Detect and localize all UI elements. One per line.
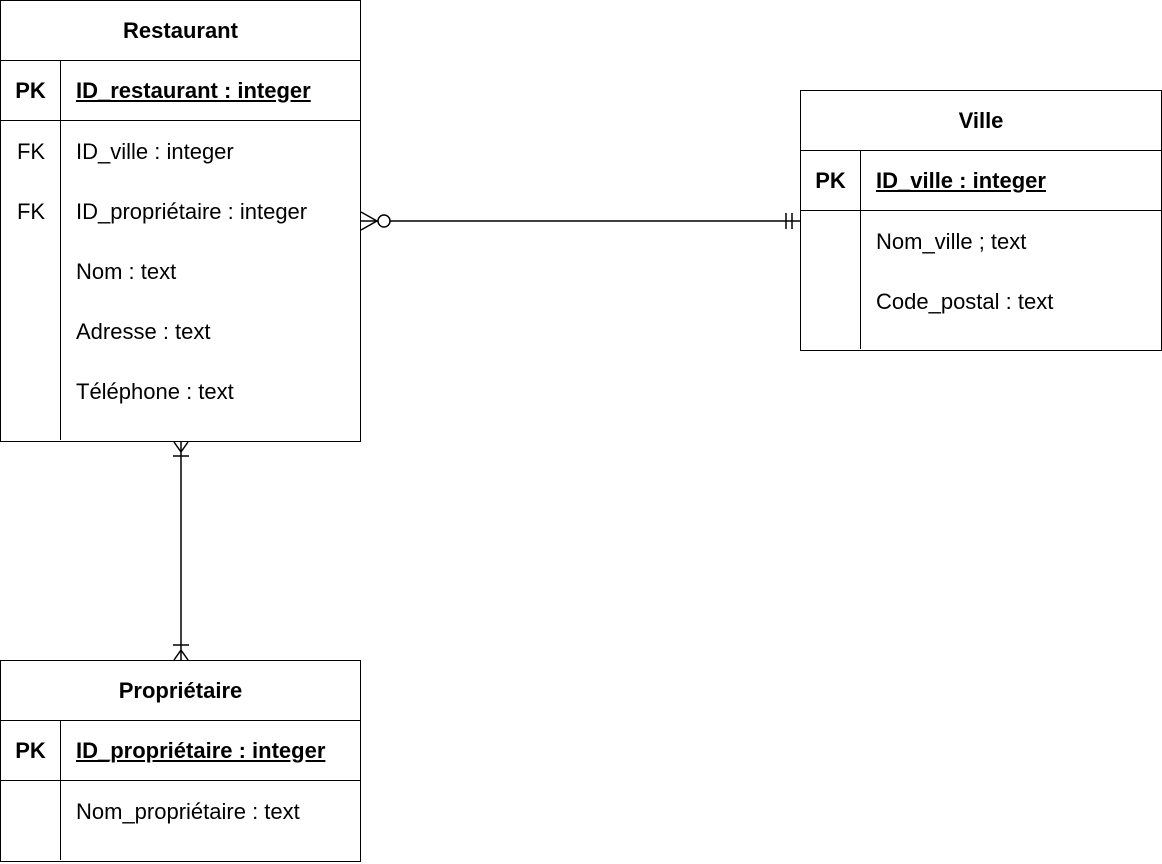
fk-label: FK [16,139,46,164]
attribute-section: Nom_propriétaire : text [1,781,360,860]
attribute: Nom_ville ; text [876,229,1027,254]
key-column [801,211,861,349]
pk-row: PK ID_propriétaire : integer [1,721,360,781]
pk-row: PK ID_ville : integer [801,151,1161,211]
field-column: Nom_ville ; text Code_postal : text [861,211,1161,349]
fk-label: FK [16,199,46,224]
key-column: FK FK [1,121,61,440]
attribute: Adresse : text [76,319,211,344]
attribute-section: Nom_ville ; text Code_postal : text [801,211,1161,349]
entity-proprietaire[interactable]: Propriétaire PK ID_propriétaire : intege… [0,660,361,862]
pk-label: PK [801,151,861,210]
field-column: Nom_propriétaire : text [61,781,360,860]
attribute: ID_propriétaire : integer [76,199,308,224]
entity-restaurant[interactable]: Restaurant PK ID_restaurant : integer FK… [0,0,361,442]
entity-title: Ville [801,91,1161,151]
relationship-restaurant-proprietaire[interactable] [173,441,189,661]
pk-label: PK [1,721,61,780]
pk-label: PK [1,61,61,120]
entity-title: Restaurant [1,1,360,61]
crows-foot-icon [173,441,182,453]
entity-ville[interactable]: Ville PK ID_ville : integer Nom_ville ; … [800,90,1162,351]
attribute: Téléphone : text [76,379,234,404]
zero-circle-icon [377,214,391,228]
entity-title: Propriétaire [1,661,360,721]
crows-foot-icon [360,211,378,222]
relationship-restaurant-ville[interactable] [360,211,800,231]
crows-foot-icon [173,649,182,661]
pk-row: PK ID_restaurant : integer [1,61,360,121]
pk-field: ID_propriétaire : integer [76,737,326,763]
attribute: ID_ville : integer [76,139,234,164]
attribute: Code_postal : text [876,289,1054,314]
pk-field: ID_restaurant : integer [76,77,311,103]
field-column: ID_ville : integer ID_propriétaire : int… [61,121,360,440]
key-column [1,781,61,860]
attribute: Nom_propriétaire : text [76,799,300,824]
pk-field: ID_ville : integer [876,167,1046,193]
attribute-section: FK FK ID_ville : integer ID_propriétaire… [1,121,360,440]
attribute: Nom : text [76,259,177,284]
